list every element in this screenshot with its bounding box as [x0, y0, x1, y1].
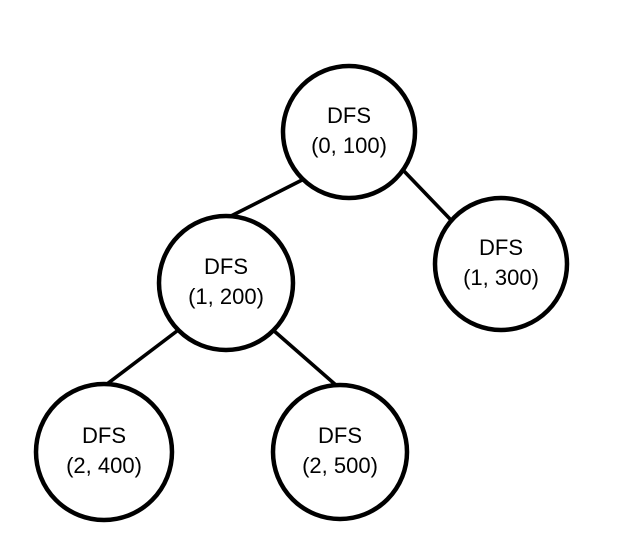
edge-left-child-to-right-grandchild — [271, 328, 339, 388]
node-value: (1, 300) — [463, 265, 539, 290]
node-value: (2, 500) — [302, 453, 378, 478]
edge-root-to-right-child — [400, 167, 452, 221]
node-circle — [33, 381, 175, 523]
edge-left-child-to-left-grandchild — [105, 329, 179, 386]
tree-node-right-child: DFS (1, 300) — [432, 195, 570, 333]
edge-root-to-left-child — [229, 177, 306, 218]
node-circle — [280, 63, 418, 201]
node-value: (2, 400) — [66, 453, 142, 478]
tree-node-left-child: DFS (1, 200) — [156, 213, 296, 353]
node-label: DFS — [82, 423, 126, 448]
node-label: DFS — [318, 423, 362, 448]
node-value: (1, 200) — [188, 284, 264, 309]
tree-node-right-grandchild: DFS (2, 500) — [270, 382, 410, 522]
node-circle — [270, 382, 410, 522]
node-label: DFS — [479, 235, 523, 260]
node-circle — [156, 213, 296, 353]
tree-node-root: DFS (0, 100) — [280, 63, 418, 201]
node-circle — [432, 195, 570, 333]
tree-node-left-grandchild: DFS (2, 400) — [33, 381, 175, 523]
node-value: (0, 100) — [311, 133, 387, 158]
node-label: DFS — [204, 254, 248, 279]
tree-edges — [105, 167, 452, 388]
node-label: DFS — [327, 103, 371, 128]
